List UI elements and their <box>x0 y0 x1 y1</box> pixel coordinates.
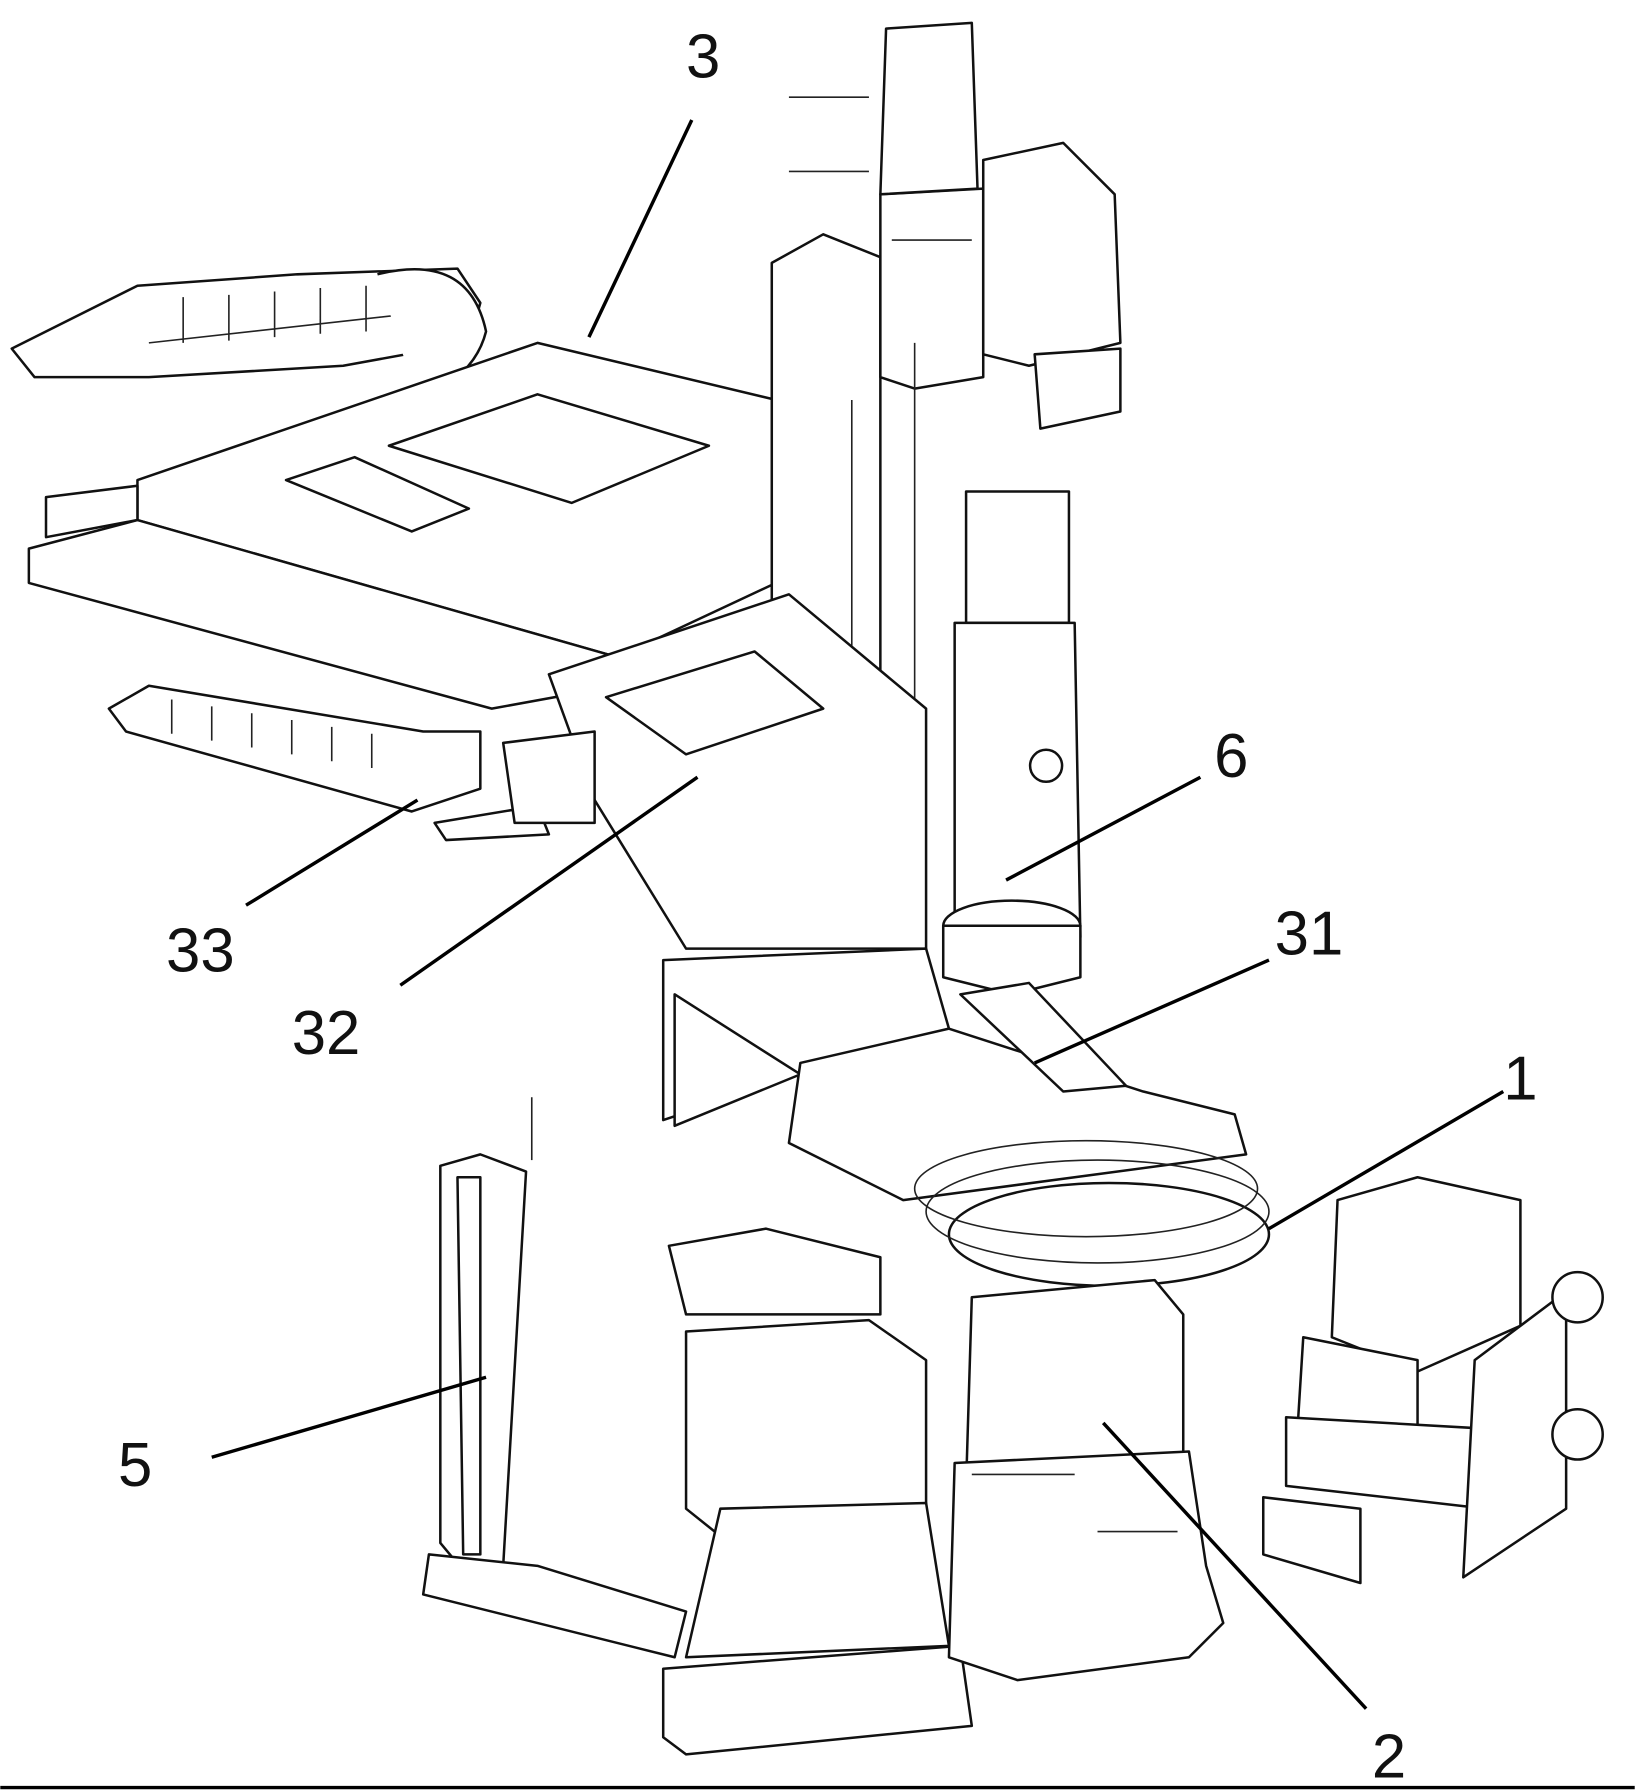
side-unit <box>1263 1177 1602 1583</box>
label-6: 6 <box>1214 722 1248 791</box>
label-1: 1 <box>1503 1045 1537 1114</box>
feeder-rail <box>423 1097 686 1657</box>
spindle-assembly <box>943 491 1080 994</box>
drag-chain-lower <box>109 686 549 840</box>
label-2: 2 <box>1372 1722 1406 1791</box>
label-3: 3 <box>686 23 720 92</box>
leader-33 <box>246 800 417 905</box>
drag-chain-upper <box>12 269 486 400</box>
label-31: 31 <box>1275 899 1344 968</box>
base-units <box>663 1229 1223 1755</box>
label-5: 5 <box>118 1431 152 1500</box>
label-33: 33 <box>166 917 235 986</box>
leader-3 <box>589 120 692 337</box>
label-32: 32 <box>292 999 361 1068</box>
